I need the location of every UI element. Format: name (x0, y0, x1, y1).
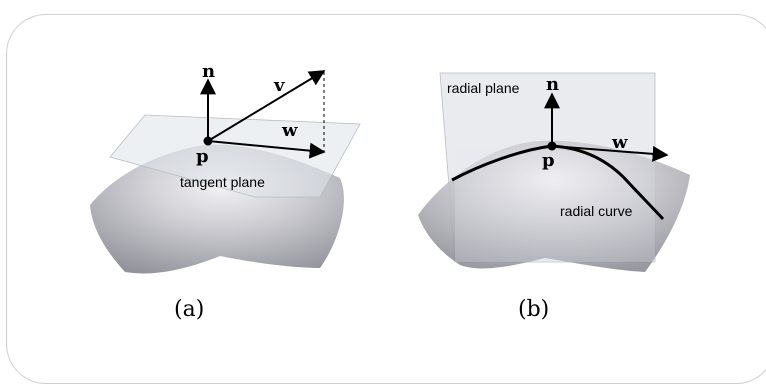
tangent-plane (109, 114, 361, 198)
label-tangent-plane: tangent plane (180, 174, 265, 190)
label-w-a: w (281, 120, 298, 141)
label-radial-curve: radial curve (560, 203, 633, 219)
point-p-b (547, 141, 557, 151)
label-radial-plane: radial plane (447, 80, 520, 96)
label-n-a: n (202, 61, 215, 82)
panel-a: n v w p tangent plane (a) (90, 61, 361, 322)
label-n-b: n (546, 74, 559, 95)
point-p-a (203, 136, 213, 146)
vector-w-b (551, 145, 669, 162)
vector-v (207, 70, 326, 142)
label-p-a: p (196, 146, 209, 167)
surface-b (418, 140, 690, 272)
vector-w-a (207, 140, 326, 159)
caption-a: (a) (174, 297, 204, 322)
label-w-b: w (611, 132, 628, 153)
panel-b: radial plane n w p radial curve (b) (418, 72, 690, 322)
figure-canvas: n v w p tangent plane (a) radial plane n… (90, 61, 690, 322)
label-v: v (273, 75, 285, 96)
radial-curve (451, 144, 665, 221)
caption-b: (b) (518, 297, 549, 322)
radial-plane-overlay (455, 150, 655, 262)
label-p-b: p (542, 150, 555, 171)
